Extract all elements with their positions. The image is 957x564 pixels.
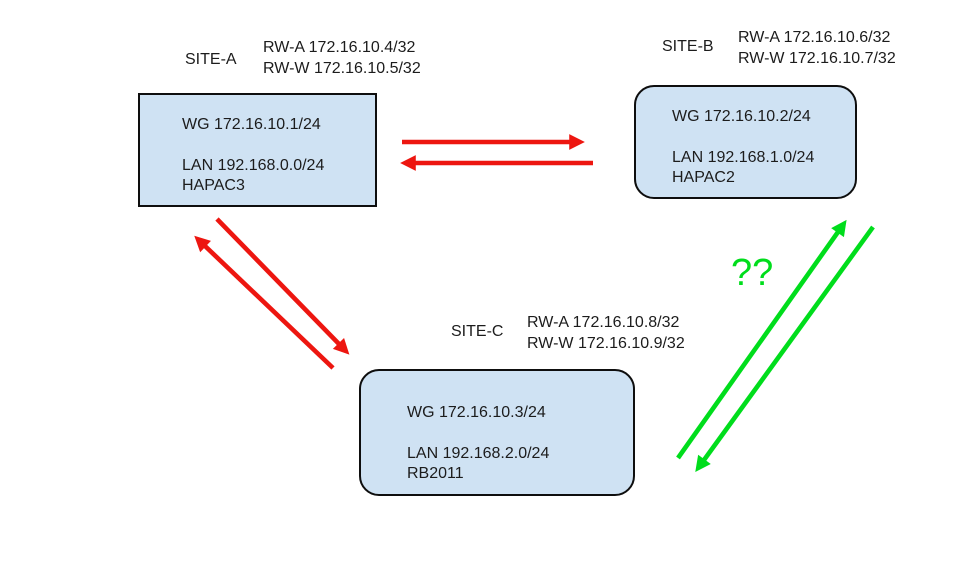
arrow-site-b-to-site-c bbox=[695, 225, 875, 473]
site-a-lan-subnet: LAN 192.168.0.0/24 bbox=[182, 157, 325, 174]
link-b-c-question-label: ?? bbox=[731, 252, 774, 294]
site-b-node: WG 172.16.10.2/24 LAN 192.168.1.0/24 HAP… bbox=[634, 85, 857, 199]
site-b-rw-a-line: RW-A 172.16.10.6/32 bbox=[738, 29, 891, 46]
site-c-rw-a-line: RW-A 172.16.10.8/32 bbox=[527, 314, 680, 331]
arrow-site-a-to-site-c bbox=[215, 217, 350, 355]
site-b-device-name: HAPAC2 bbox=[672, 169, 735, 186]
site-b-wg-address: WG 172.16.10.2/24 bbox=[672, 108, 811, 125]
site-a-device-name: HAPAC3 bbox=[182, 177, 245, 194]
site-b-rw-w-line: RW-W 172.16.10.7/32 bbox=[738, 50, 896, 67]
site-a-rw-w-line: RW-W 172.16.10.5/32 bbox=[263, 60, 421, 77]
site-b-lan-subnet: LAN 192.168.1.0/24 bbox=[672, 149, 815, 166]
site-c-rw-w-line: RW-W 172.16.10.9/32 bbox=[527, 335, 685, 352]
arrow-site-c-to-site-b bbox=[676, 219, 847, 460]
site-c-wg-address: WG 172.16.10.3/24 bbox=[407, 404, 546, 421]
arrow-site-c-to-site-a bbox=[194, 235, 335, 370]
site-c-label: SITE-C bbox=[451, 323, 504, 340]
site-c-device-name: RB2011 bbox=[407, 465, 464, 482]
site-b-label: SITE-B bbox=[662, 38, 714, 55]
site-b-roadwarrior-ips: RW-A 172.16.10.6/32 RW-W 172.16.10.7/32 bbox=[738, 27, 896, 69]
site-a-node: WG 172.16.10.1/24 LAN 192.168.0.0/24 HAP… bbox=[138, 93, 377, 207]
site-a-roadwarrior-ips: RW-A 172.16.10.4/32 RW-W 172.16.10.5/32 bbox=[263, 37, 421, 79]
site-c-lan-subnet: LAN 192.168.2.0/24 bbox=[407, 445, 550, 462]
site-c-roadwarrior-ips: RW-A 172.16.10.8/32 RW-W 172.16.10.9/32 bbox=[527, 312, 685, 354]
site-c-node: WG 172.16.10.3/24 LAN 192.168.2.0/24 RB2… bbox=[359, 369, 635, 496]
site-a-label: SITE-A bbox=[185, 51, 237, 68]
site-a-rw-a-line: RW-A 172.16.10.4/32 bbox=[263, 39, 416, 56]
site-a-wg-address: WG 172.16.10.1/24 bbox=[182, 116, 321, 133]
